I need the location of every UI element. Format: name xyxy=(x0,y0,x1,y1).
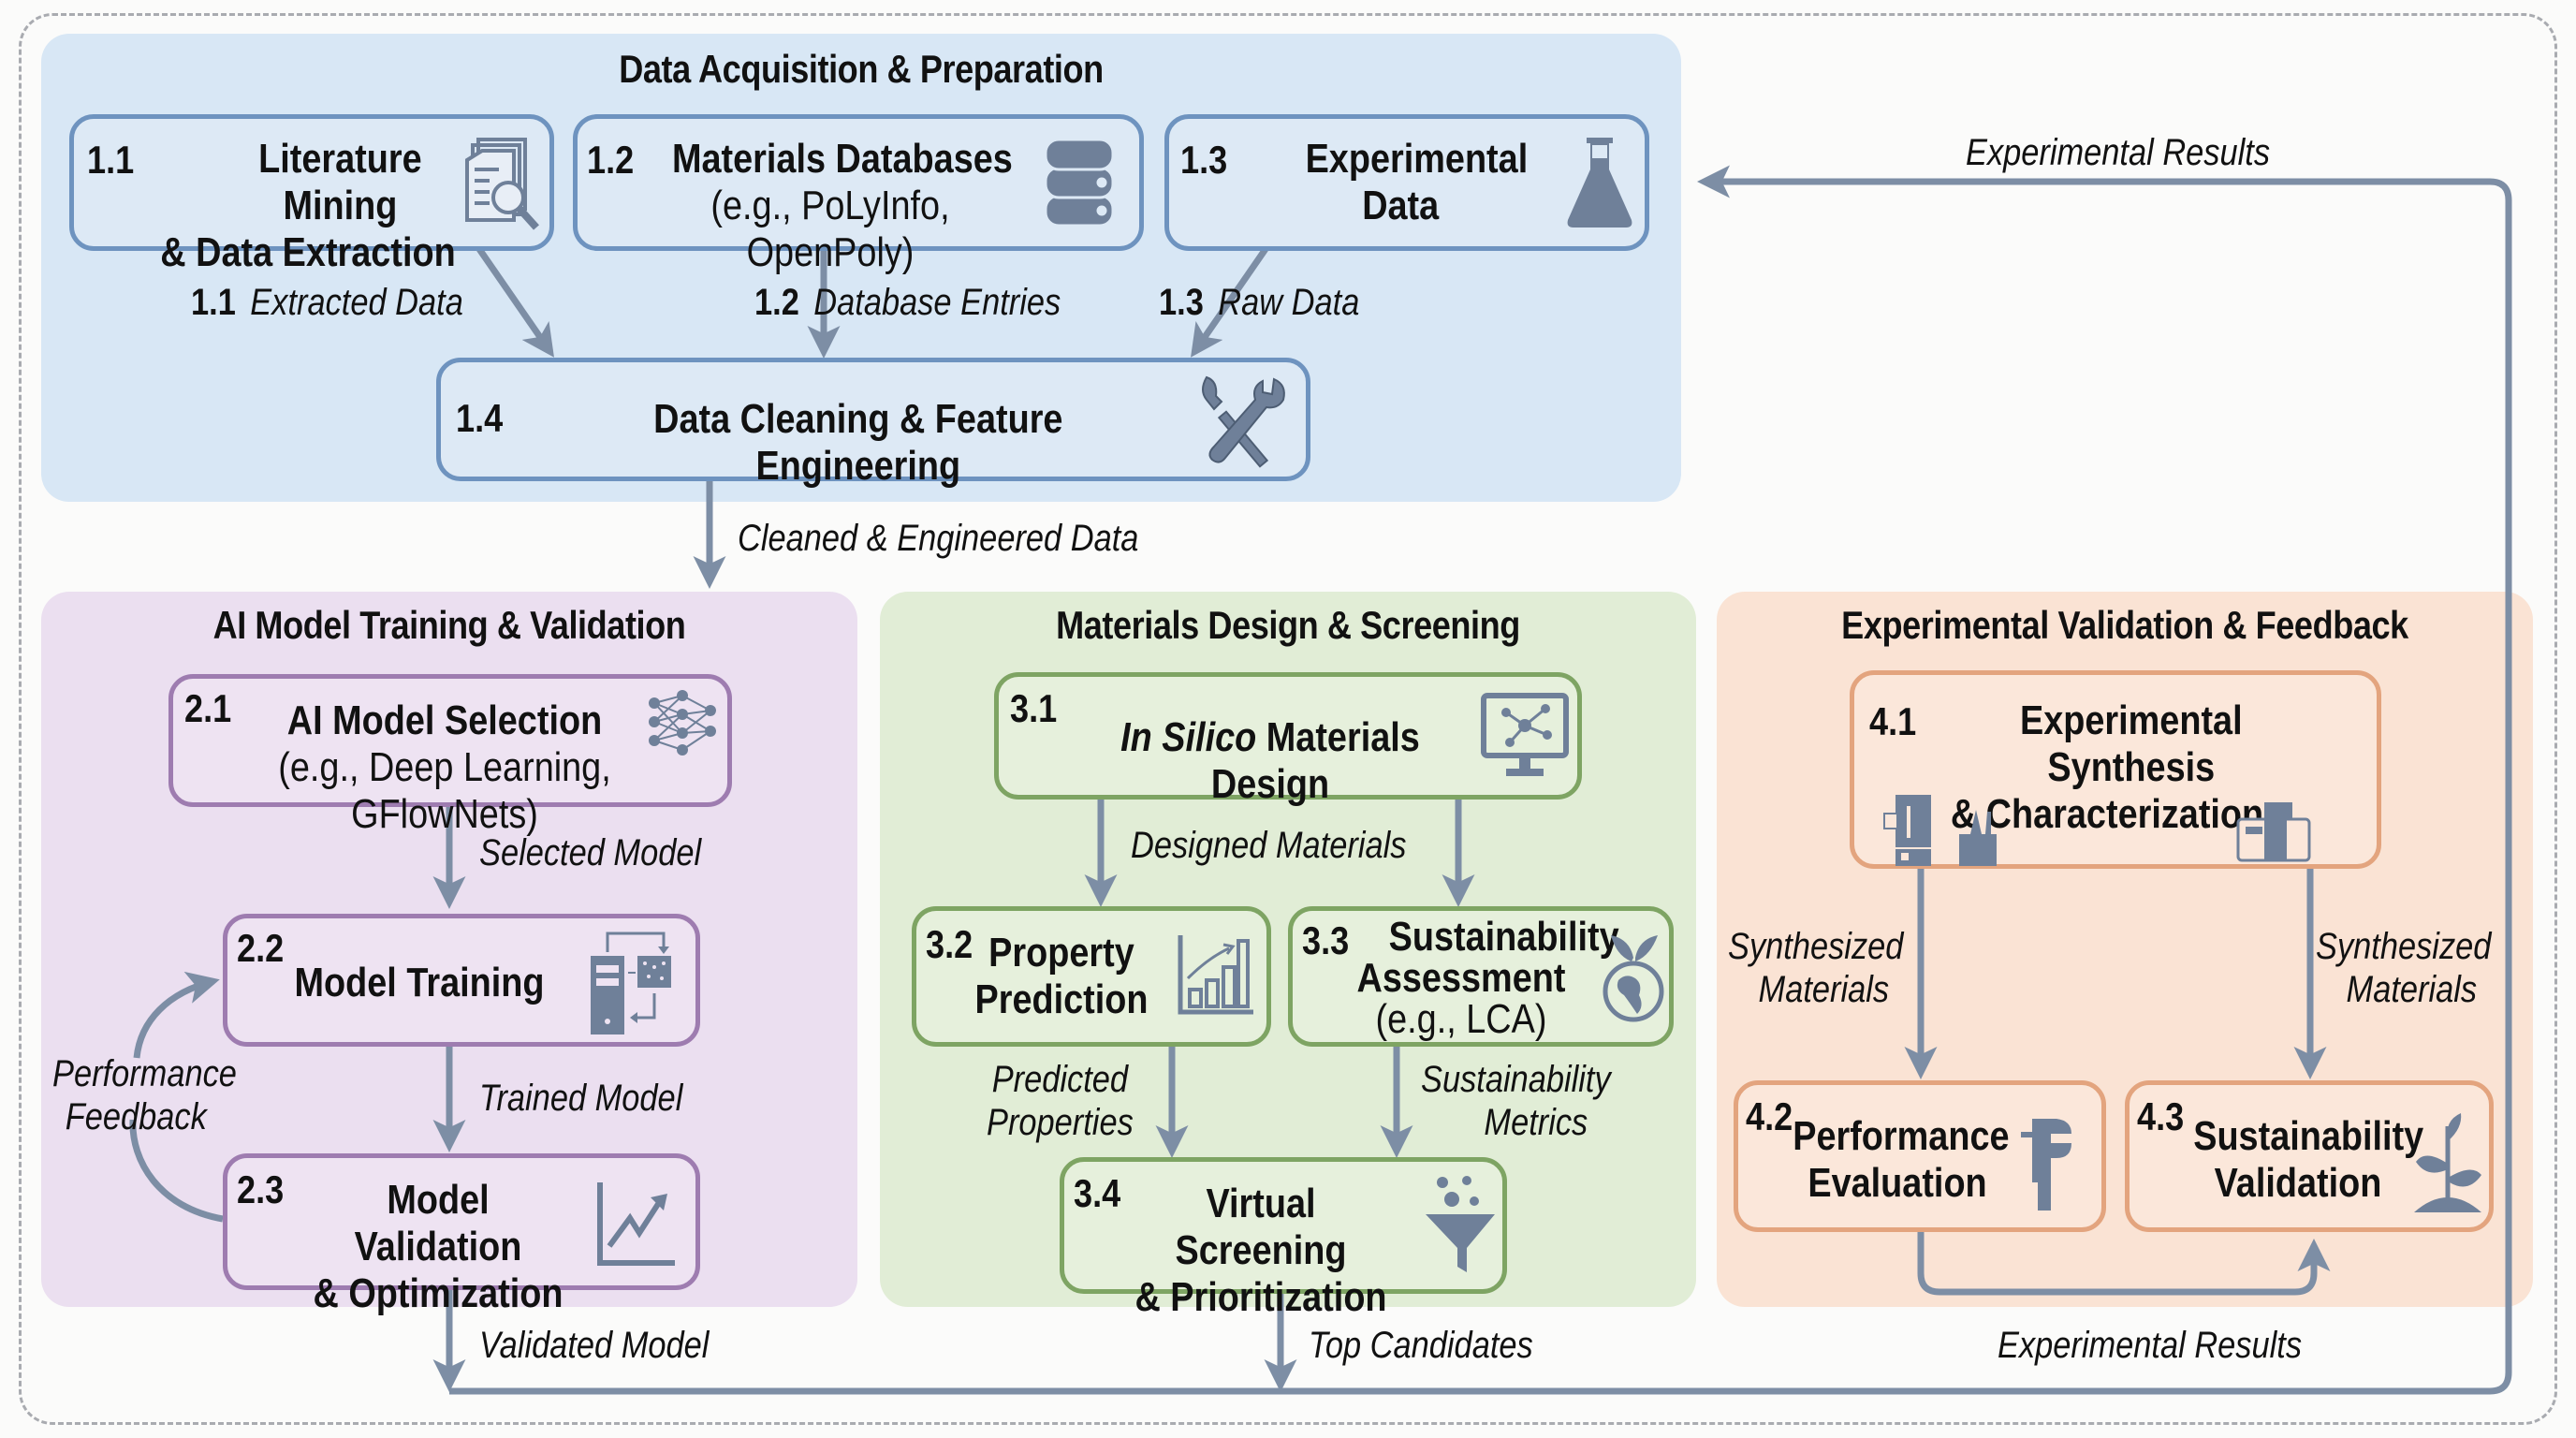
flow-label-top-candidates: Top Candidates xyxy=(1309,1325,1533,1366)
step-title: Property Prediction xyxy=(974,930,1149,1022)
caliper-icon xyxy=(2021,1119,2071,1211)
step-number: 3.1 xyxy=(1010,686,1058,730)
flow-label-predicted-properties: Predicted Properties xyxy=(987,1059,1134,1143)
step-2-1-model-selection[interactable]: 2.1 AI Model Selection (e.g., Deep Learn… xyxy=(168,674,732,837)
server-training-icon xyxy=(591,932,671,1034)
step-number: 1.4 xyxy=(456,396,504,440)
step-3-4-virtual-screening[interactable]: 3.4 Virtual Screening & Prioritization xyxy=(1060,1157,1507,1320)
flow-label-sustainability-metrics: Sustainability Metrics xyxy=(1421,1059,1611,1143)
step-number: 2.1 xyxy=(184,686,232,730)
bar-chart-icon xyxy=(1178,935,1253,1015)
diagram-frame xyxy=(19,13,2557,1425)
document-search-icon xyxy=(465,138,539,230)
step-1-3-experimental-data[interactable]: 1.3 Experimental Data xyxy=(1164,114,1649,251)
flow-label-synthesized-left: Synthesized Materials xyxy=(1728,926,1904,1010)
neural-network-icon xyxy=(649,690,716,756)
step-number: 3.4 xyxy=(1074,1171,1121,1215)
step-title: In Silico Materials Design xyxy=(1120,714,1420,807)
lab-equipment-icon xyxy=(1883,795,2311,866)
globe-leaf-icon xyxy=(1603,935,1664,1022)
phase-title: Experimental Validation & Feedback xyxy=(1841,603,2408,647)
step-number: 4.3 xyxy=(2137,1094,2185,1138)
step-number: 1.1 xyxy=(87,138,135,182)
step-title: Materials Databases (e.g., PoLyInfo, Ope… xyxy=(671,136,1013,275)
phase-title: Data Acquisition & Preparation xyxy=(619,47,1104,91)
flow-label-experimental-results-bottom: Experimental Results xyxy=(1998,1325,2303,1366)
step-title: Experimental Synthesis & Characterizatio… xyxy=(1950,697,2264,837)
step-number: 2.2 xyxy=(237,926,285,970)
trend-chart-icon xyxy=(597,1182,675,1266)
step-number: 1.2 xyxy=(587,138,635,182)
step-4-1-experimental-synthesis[interactable]: 4.1 Experimental Synthesis & Characteriz… xyxy=(1850,670,2381,869)
step-4-3-sustainability-validation[interactable]: 4.3 Sustainability Validation xyxy=(2125,1080,2494,1232)
step-title: Virtual Screening & Prioritization xyxy=(1134,1181,1387,1320)
step-number: 2.3 xyxy=(237,1167,285,1211)
tools-icon xyxy=(1202,375,1285,468)
step-3-3-sustainability-assessment[interactable]: 3.3 Sustainability Assessment (e.g., LCA… xyxy=(1288,906,1674,1047)
step-title: Model Validation & Optimization xyxy=(313,1177,564,1316)
flask-icon xyxy=(1567,138,1632,227)
flow-label-validated-model: Validated Model xyxy=(479,1325,710,1366)
step-title: Data Cleaning & Feature Engineering xyxy=(653,396,1063,489)
step-title: Model Training xyxy=(294,960,545,1005)
arrow-performance-feedback xyxy=(129,1119,224,1223)
step-number: 3.2 xyxy=(926,922,973,966)
step-3-1-in-silico-design[interactable]: 3.1 In Silico Materials Design xyxy=(994,672,1582,807)
step-title: Sustainability Validation xyxy=(2193,1113,2424,1206)
step-title: Literature Mining & Data Extraction xyxy=(160,136,456,275)
flow-label-cleaned-data: Cleaned & Engineered Data xyxy=(738,518,1139,559)
monitor-molecule-icon xyxy=(1481,693,1569,776)
step-number: 1.3 xyxy=(1180,138,1228,182)
step-number: 4.2 xyxy=(1746,1094,1793,1138)
flow-label-trained-model: Trained Model xyxy=(479,1078,683,1119)
arrow-experimental-results-loop xyxy=(449,165,2512,1395)
step-title: Performance Evaluation xyxy=(1793,1113,2010,1206)
step-number: 4.1 xyxy=(1869,699,1917,743)
step-2-2-model-training[interactable]: 2.2 Model Training xyxy=(223,914,700,1047)
flow-label-selected-model: Selected Model xyxy=(479,832,702,873)
arrow-raw-data xyxy=(1191,247,1268,358)
step-4-2-performance-evaluation[interactable]: 4.2 Performance Evaluation xyxy=(1734,1080,2106,1232)
flow-label-performance-feedback: Performance Feedback xyxy=(52,1053,237,1137)
phase-title: AI Model Training & Validation xyxy=(212,603,686,647)
step-title: Sustainability Assessment (e.g., LCA) xyxy=(1356,914,1619,1042)
phase-title: Materials Design & Screening xyxy=(1056,603,1520,647)
flow-label-synthesized-right: Synthesized Materials xyxy=(2316,926,2492,1010)
step-1-4-data-cleaning[interactable]: 1.4 Data Cleaning & Feature Engineering xyxy=(436,358,1310,489)
step-2-3-model-validation[interactable]: 2.3 Model Validation & Optimization xyxy=(223,1153,700,1316)
step-number: 3.3 xyxy=(1302,918,1350,962)
arrow-eval-to-validation xyxy=(1917,1232,2331,1296)
database-icon xyxy=(1044,138,1115,227)
step-1-1-literature-mining[interactable]: 1.1 Literature Mining & Data Extraction xyxy=(69,114,554,275)
funnel-icon xyxy=(1426,1176,1495,1272)
flow-label-experimental-results-top: Experimental Results xyxy=(1966,132,2271,173)
step-3-2-property-prediction[interactable]: 3.2 Property Prediction xyxy=(912,906,1271,1047)
step-title: AI Model Selection (e.g., Deep Learning,… xyxy=(278,697,611,837)
sprout-icon xyxy=(2414,1113,2481,1212)
flow-label-designed-materials: Designed Materials xyxy=(1131,825,1407,866)
arrow-extracted-data xyxy=(476,247,554,358)
step-title: Experimental Data xyxy=(1305,136,1529,228)
step-1-2-materials-databases[interactable]: 1.2 Materials Databases (e.g., PoLyInfo,… xyxy=(573,114,1144,275)
